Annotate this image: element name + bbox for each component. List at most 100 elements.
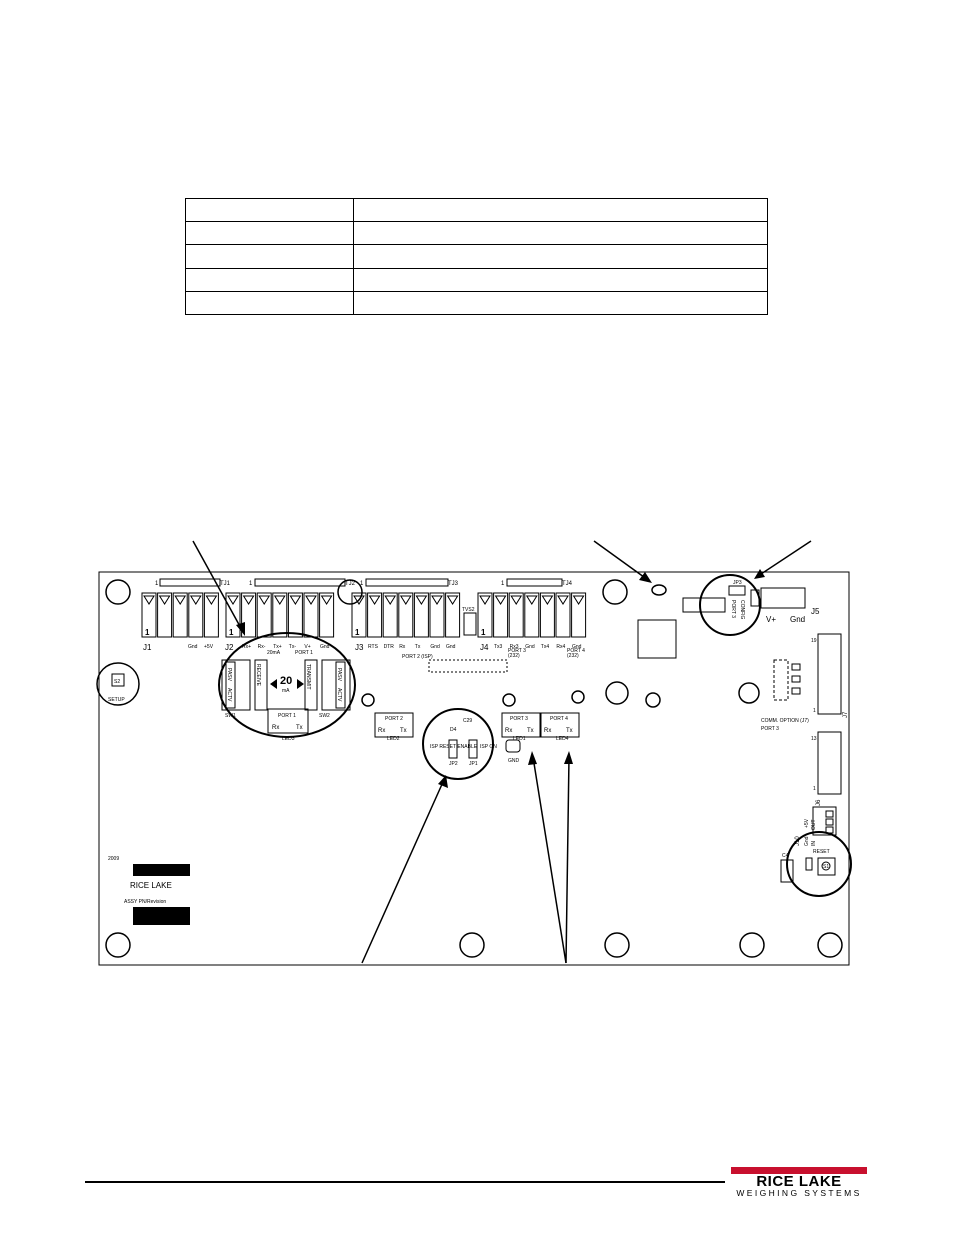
j4-screw bbox=[541, 595, 554, 605]
jp3-callout-circle bbox=[699, 574, 761, 636]
sw2-label: SW2 bbox=[319, 713, 330, 719]
c29-label: C29 bbox=[463, 718, 472, 724]
j10-5v: +5V bbox=[804, 818, 810, 828]
terminal-blocks bbox=[141, 592, 587, 638]
j7-label: J7 bbox=[843, 711, 849, 718]
comm-option: COMM. OPTION (J7) bbox=[761, 718, 809, 724]
chip-square bbox=[637, 619, 677, 659]
j2-terminal bbox=[319, 592, 335, 638]
j7-pin-19: 19 bbox=[811, 638, 817, 644]
sw2-actv: ACTV bbox=[336, 688, 342, 702]
j3-pins-label: Gnd bbox=[446, 644, 456, 650]
sw2-pasv: PASV bbox=[336, 668, 342, 682]
j2-screw bbox=[273, 595, 286, 605]
s1-label: S1 bbox=[823, 864, 829, 870]
j2-pins-label: Rx- bbox=[258, 644, 266, 650]
j4-pin1: 1 bbox=[481, 628, 486, 637]
j4-terminal bbox=[508, 592, 524, 638]
setup-switch[interactable] bbox=[111, 673, 125, 687]
j4-terminal bbox=[477, 592, 493, 638]
year-label: 2009 bbox=[108, 856, 119, 862]
board-rice-lake: RICE LAKE bbox=[130, 881, 172, 890]
j4-pins-label: Tx3 bbox=[494, 644, 503, 650]
j3-screw bbox=[368, 595, 381, 605]
j2-terminal bbox=[225, 592, 241, 638]
tj2-label: TJ2 bbox=[345, 581, 356, 587]
pin-one-tj2: 1 bbox=[249, 581, 253, 587]
j3-terminal bbox=[445, 592, 461, 638]
table-row bbox=[185, 267, 768, 292]
j2-pins-label: V+ bbox=[304, 644, 310, 650]
j4-pins-label: Rx4 bbox=[556, 644, 565, 650]
table-cell bbox=[185, 290, 354, 316]
j1-terminal bbox=[157, 592, 173, 638]
port2-isp-label: PORT 2 (ISP) bbox=[402, 654, 433, 660]
j7-pin-1: 1 bbox=[813, 708, 816, 714]
j4-pins-label: Gnd bbox=[525, 644, 535, 650]
table-cell bbox=[185, 221, 354, 246]
j2-terminal bbox=[287, 592, 303, 638]
jp3-config: CONFIG bbox=[739, 600, 745, 620]
board-black-bar-1 bbox=[133, 864, 190, 876]
table-row bbox=[185, 244, 768, 269]
isp-reset-enable: ISP RESET ENABLE bbox=[430, 744, 478, 750]
j3-terminal bbox=[429, 592, 445, 638]
j3-label: J3 bbox=[355, 643, 364, 652]
big-20: 20 bbox=[280, 675, 292, 687]
j2-pins-label: Tx+ bbox=[273, 644, 282, 650]
j2-screw bbox=[258, 595, 271, 605]
j2-screw bbox=[320, 595, 333, 605]
led4-label: LED4 bbox=[556, 736, 569, 742]
j3-screw bbox=[415, 595, 428, 605]
j3-screw bbox=[384, 595, 397, 605]
reset-label: RESET bbox=[813, 849, 830, 855]
ma-label: mA bbox=[282, 688, 290, 694]
comm-port3: PORT 3 bbox=[761, 726, 779, 732]
arrow-heads bbox=[236, 569, 765, 788]
j1-terminal bbox=[188, 592, 204, 638]
j3-terminal bbox=[382, 592, 398, 638]
j3-terminal bbox=[367, 592, 383, 638]
gnd-label: GND bbox=[508, 758, 520, 764]
mounting-holes bbox=[105, 579, 843, 958]
jp1-jumper[interactable] bbox=[468, 739, 478, 759]
tvs2-label: TVS2 bbox=[462, 607, 475, 613]
j1-terminal bbox=[141, 592, 157, 638]
port1-led-box bbox=[267, 708, 309, 734]
j1-label: J1 bbox=[143, 643, 152, 652]
j7-connector bbox=[817, 633, 842, 715]
transmit-label: TRANSMIT bbox=[305, 664, 311, 690]
port1-rx: Rx bbox=[272, 725, 279, 731]
reset-callout-circle bbox=[786, 831, 852, 897]
jp2-jumper[interactable] bbox=[448, 739, 458, 759]
j2-pins-label: Gnd bbox=[320, 644, 330, 650]
reset-button[interactable] bbox=[817, 857, 836, 876]
j10-gnd: Gnd bbox=[804, 836, 810, 846]
j3-screw bbox=[399, 595, 412, 605]
j6-label: J6 bbox=[816, 799, 822, 806]
pin-one-tj1: 1 bbox=[155, 581, 159, 587]
blank-table bbox=[185, 197, 768, 316]
c4-capacitor bbox=[780, 859, 794, 883]
jp3-jumper[interactable] bbox=[728, 585, 746, 596]
j10-in: IN bbox=[811, 841, 817, 846]
component-rect bbox=[682, 597, 726, 613]
j1-terminal bbox=[172, 592, 188, 638]
j1-pin-5v: +5V bbox=[204, 644, 214, 650]
port1-tx: Tx bbox=[296, 725, 303, 731]
j4-screw bbox=[510, 595, 523, 605]
port3-sub: (232) bbox=[508, 653, 520, 659]
jp3-port3: PORT 3 bbox=[730, 600, 736, 618]
j6-connector bbox=[817, 731, 842, 795]
j1-pin-gnd: Gnd bbox=[188, 644, 198, 650]
footer-tagline: WEIGHING SYSTEMS bbox=[736, 1188, 862, 1198]
j4-terminal bbox=[493, 592, 509, 638]
j1-pin1: 1 bbox=[145, 628, 150, 637]
tj3-label: TJ3 bbox=[448, 581, 459, 587]
jp1-label: JP1 bbox=[469, 761, 478, 767]
port3-tx: Tx bbox=[527, 728, 534, 734]
board-black-bar-2 bbox=[133, 907, 190, 925]
j2-pin1: 1 bbox=[229, 628, 234, 637]
